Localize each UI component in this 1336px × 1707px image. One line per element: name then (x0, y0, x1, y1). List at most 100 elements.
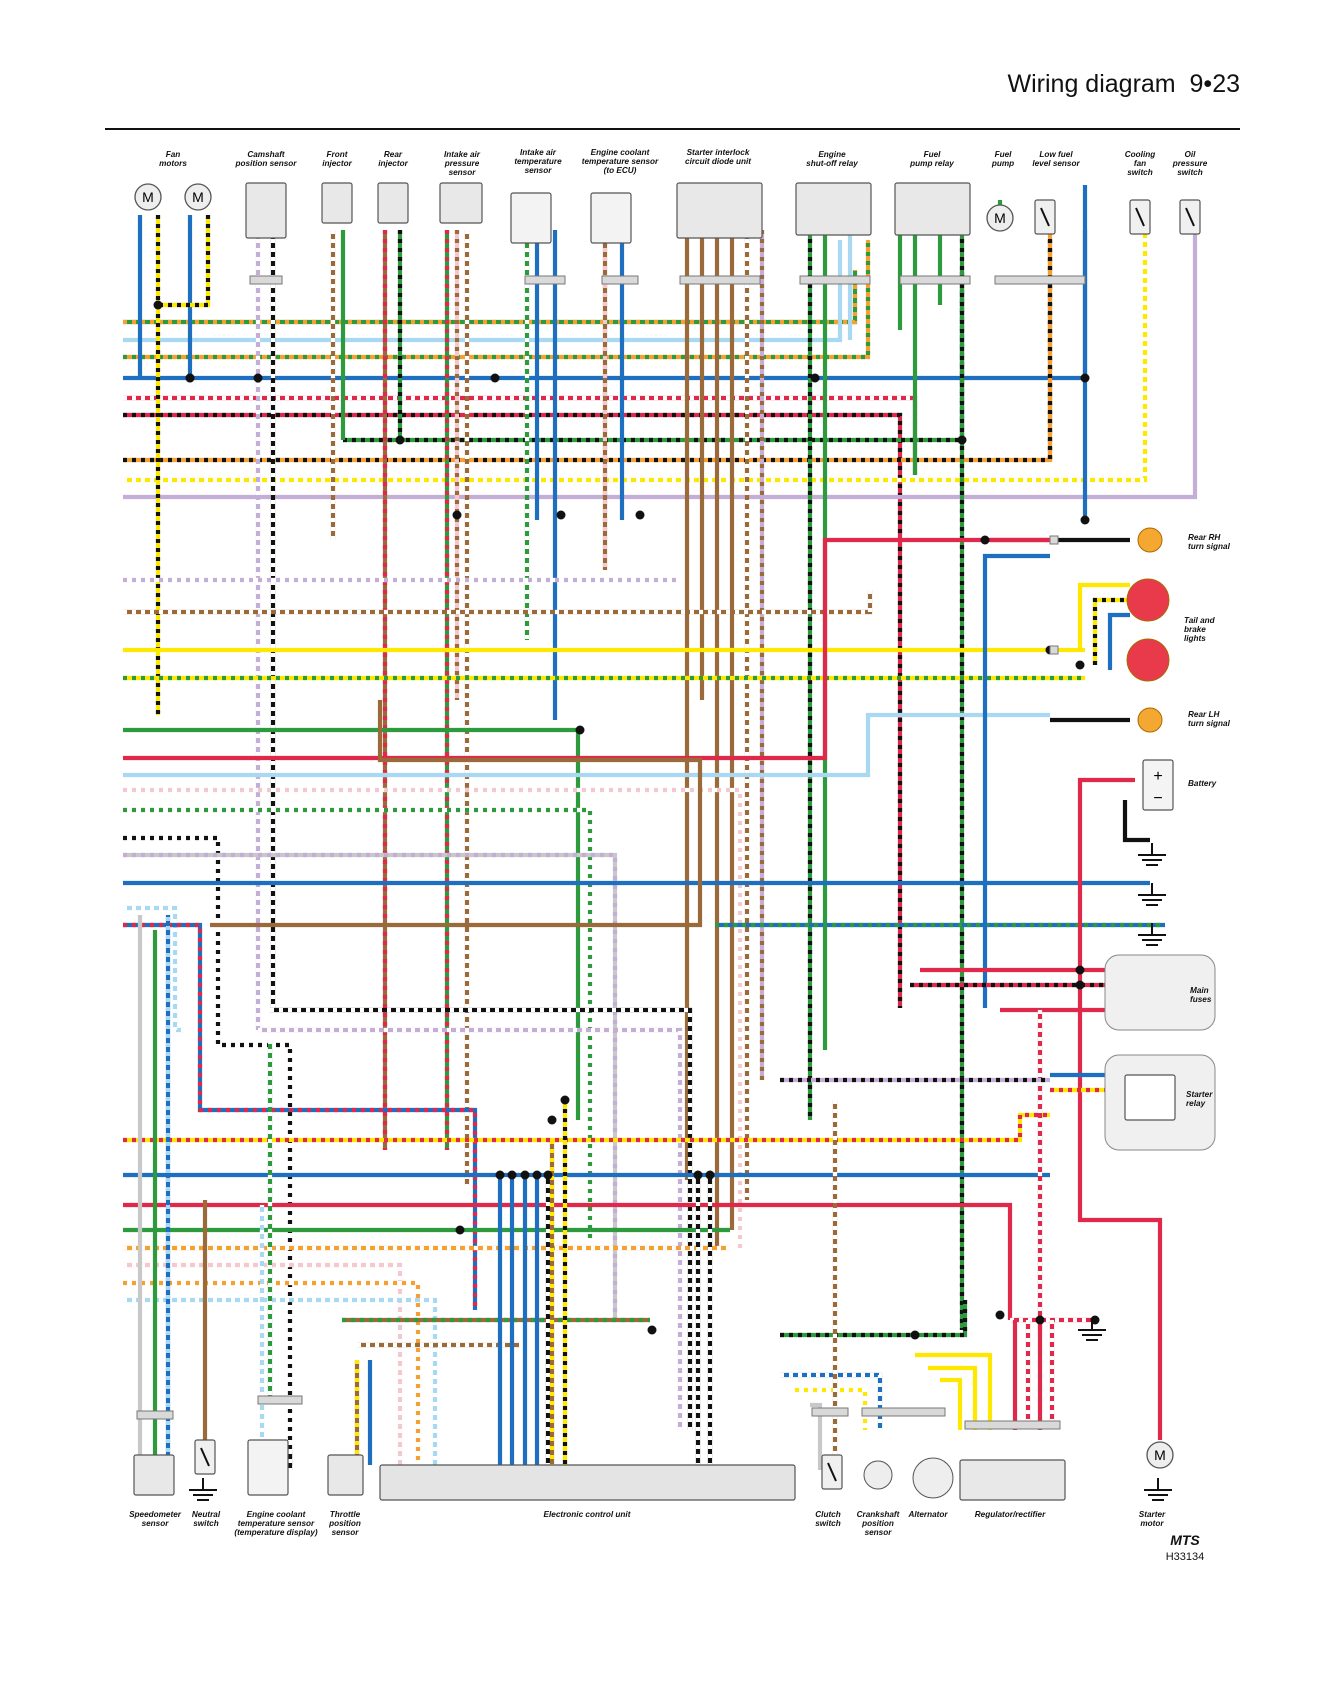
label-fuel_level-line-1: level sensor (1032, 159, 1080, 168)
camshaft-sensor-icon (245, 182, 287, 239)
label-intake_temp-line-0: Intake air (520, 148, 557, 157)
junction-dot (507, 1170, 517, 1180)
speedometer-sensor-icon (133, 1454, 175, 1496)
low-white-orange-tracer (123, 1280, 421, 1465)
junction-dot (635, 510, 645, 520)
label-tail_brake-line-1: brake (1184, 625, 1206, 634)
junction-dot (693, 1170, 703, 1180)
fuel-pump-motor-icon (986, 204, 1014, 232)
bus-yellow-white (123, 210, 1148, 483)
junction-dot (455, 1225, 465, 1235)
tail-yellow-2-tracer (1092, 597, 1130, 665)
label-fuel_pump-line-0: Fuel (995, 150, 1013, 159)
label-fuel_pump_relay-line-0: Fuel (924, 150, 942, 159)
label-speedometer-line-1: sensor (142, 1519, 170, 1528)
mid-black-white (270, 1007, 693, 1430)
bus-violet (123, 210, 1198, 500)
main-fuses-icon (1104, 954, 1216, 1031)
mid-violet-white (258, 1027, 683, 1430)
label-cam_sensor-line-0: Camshaft (247, 150, 285, 159)
label-fan_motors-line-0: Fan (166, 150, 181, 159)
label-oil_switch-line-1: pressure (1172, 159, 1208, 168)
junction-dot (556, 510, 566, 520)
mid-grey-violet-tracer (123, 852, 618, 1320)
ect-connector (601, 275, 639, 285)
fan-switch-icon-blade (1135, 207, 1145, 227)
bus-red-black (123, 412, 903, 1008)
label-throttle-line-2: sensor (332, 1528, 360, 1537)
clutch-switch-icon-blade (827, 1462, 837, 1482)
clutch-white (795, 1387, 868, 1430)
junction-dot (253, 373, 263, 383)
label-intake_temp-line-1: temperature (514, 157, 562, 166)
junction-dot (1075, 965, 1085, 975)
tail-yellow-1 (1077, 582, 1130, 650)
pump-relay-connector (899, 275, 971, 285)
label-coolant_display-line-2: (temperature display) (234, 1528, 318, 1537)
bus-red-white-tracer (123, 395, 918, 475)
label-cam_sensor-line-1: position sensor (235, 159, 298, 168)
starter-motor-icon-letter: M (1154, 1447, 1166, 1463)
label-regulator-line-0: Regulator/rectifier (975, 1510, 1046, 1519)
page-number: 9•23 (1189, 70, 1240, 98)
coolant-ecu-sensor-icon (590, 192, 632, 244)
junction-layer (153, 300, 1100, 1340)
label-crank-line-1: position (861, 1519, 894, 1528)
mid-lb-white (123, 905, 185, 1033)
pump-connector (994, 275, 1086, 285)
junction-dot (705, 1170, 715, 1180)
throttle-sensor-icon (327, 1454, 364, 1496)
clutch-grey (810, 1402, 823, 1470)
brand-logo: MTS (1170, 1532, 1200, 1548)
junction-dot (910, 1330, 920, 1340)
battery-plus: + (1153, 768, 1162, 785)
junction-dot (547, 1115, 557, 1125)
label-battery: Battery (1188, 779, 1217, 788)
fan-motor-2-icon-letter: M (192, 189, 204, 205)
label-starter_relay-line-0: Starter (1186, 1090, 1213, 1099)
label-starter_motor-line-0: Starter (1139, 1510, 1166, 1519)
label-rear_lh-line-1: turn signal (1188, 719, 1231, 728)
coolant-display-sensor-icon (247, 1439, 289, 1496)
label-clutch-line-1: switch (815, 1519, 840, 1528)
label-fuel_pump_relay-line-1: pump relay (909, 159, 954, 168)
junction-dot (810, 373, 820, 383)
label-shutoff_relay-line-1: shut-off relay (806, 159, 858, 168)
label-fan_switch-line-1: fan (1134, 159, 1146, 168)
junction-dot (452, 510, 462, 520)
crank-sensor-icon (863, 1460, 893, 1490)
junction-dot (495, 1170, 505, 1180)
tail-light-2-icon (1126, 638, 1170, 682)
junction-dot (490, 373, 500, 383)
junction-dot (560, 1095, 570, 1105)
junction-dot (1080, 373, 1090, 383)
mid-brown-loop (210, 700, 703, 928)
bus-red-black-tracer (123, 412, 903, 1008)
header-rule (105, 128, 1240, 130)
label-throttle-line-0: Throttle (330, 1510, 361, 1519)
label-diode_unit-line-1: circuit diode unit (685, 157, 751, 166)
junction-dot (395, 435, 405, 445)
lower-green-black (780, 1300, 968, 1338)
rh-blue (982, 553, 1050, 1008)
label-intake_pressure-line-0: Intake air (444, 150, 481, 159)
low-lb-white (123, 1297, 438, 1465)
junction-dot (647, 1325, 657, 1335)
fuel-pump-motor-icon-letter: M (994, 210, 1006, 226)
label-coolant_display-line-1: temperature sensor (238, 1519, 315, 1528)
label-rear_rh-line-1: turn signal (1188, 542, 1231, 551)
intake-temp-sensor-icon (510, 192, 552, 244)
label-alternator-line-0: Alternator (907, 1510, 948, 1519)
oil-switch-icon-blade (1185, 207, 1195, 227)
label-coolant_display-line-0: Engine coolant (247, 1510, 306, 1519)
label-fan_motors-line-1: motors (159, 159, 187, 168)
low-pink-white-tracer (123, 1262, 403, 1465)
